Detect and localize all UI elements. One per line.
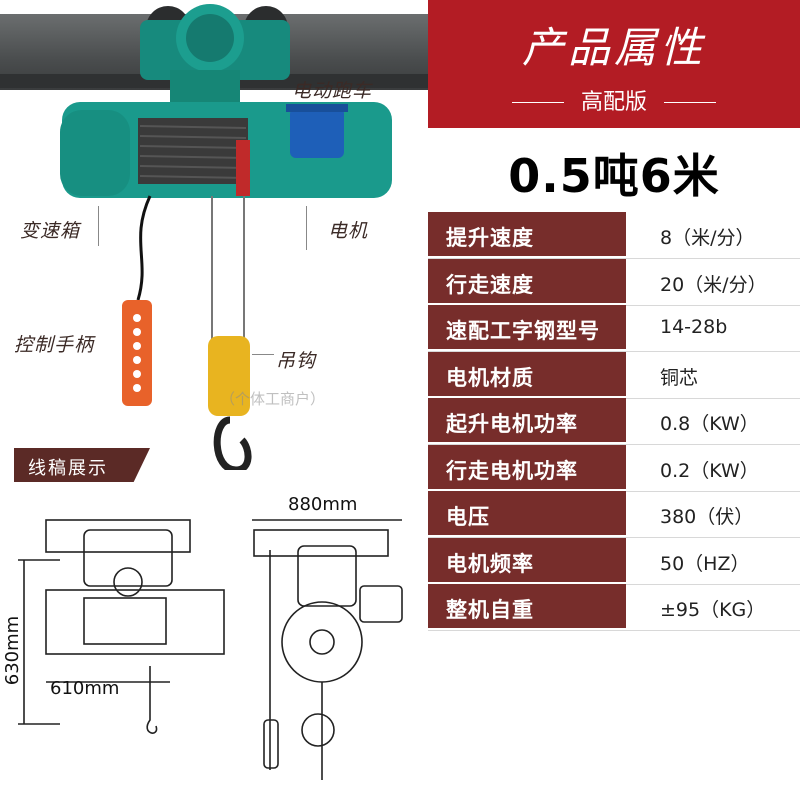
spec-panel: 产品属性 高配版 0.5吨6米 提升速度 8（米/分） 行走速度 20（米/分） 速配工… [428,0,800,800]
subtitle: 高配版 [580,90,647,115]
spec-label: 行走速度 [428,258,626,303]
spec-label: 行走电机功率 [428,444,626,489]
dim-height: 630mm [2,615,24,686]
spec-row: 电机材质 铜芯 [428,351,800,399]
spec-value: 14-28b [660,316,728,338]
spec-value: 50（HZ） [660,552,750,575]
callout-hook: 吊钩 [276,350,317,372]
spec-row: 提升速度 8（米/分） [428,212,800,259]
spec-value: 8（米/分） [660,227,755,249]
dim-width: 880mm [288,494,358,515]
spec-row: 电压 380（伏） [428,491,800,538]
spec-label: 电机材质 [428,351,626,396]
dim-depth: 610mm [50,678,120,699]
spec-label: 电压 [428,491,626,535]
product-illustration: 电动跑车 变速箱 电机 控制手柄 吊钩 （个体工商户） 线稿展示 [0,4,428,780]
spec-row: 速配工字钢型号 14-28b [428,305,800,352]
spec-label: 提升速度 [428,212,626,256]
callout-motor: 电机 [328,220,369,242]
header-banner: 产品属性 高配版 [428,0,800,128]
spec-row: 整机自重 ±95（KG） [428,584,800,631]
spec-value: ±95（KG） [660,599,766,621]
spec-value: 20（米/分） [660,273,767,296]
hoist-photo [60,4,392,470]
page-title: 产品属性 [521,23,706,72]
spec-label: 电机频率 [428,537,626,582]
line-drawing-tag: 线稿展示 [14,448,150,482]
spec-row: 行走电机功率 0.2（KW） [428,444,800,492]
subtitle-divider-left [512,102,564,103]
model-spec: 0.5吨6米 [508,149,720,203]
subtitle-divider-right [664,102,716,103]
subtitle-wrap: 高配版 [428,84,800,120]
spec-row: 电机频率 50（HZ） [428,537,800,585]
row-divider [428,630,800,631]
spec-label: 起升电机功率 [428,398,626,442]
watermark: （个体工商户） [220,390,326,408]
callout-trolley: 电动跑车 [292,80,373,102]
spec-value: 0.2（KW） [660,459,759,482]
spec-value: 铜芯 [660,366,699,389]
spec-row: 行走速度 20（米/分） [428,258,800,306]
spec-value: 0.8（KW） [660,413,759,435]
spec-value: 380（伏） [660,506,754,528]
line-drawing [18,519,403,780]
callout-controller: 控制手柄 [14,334,95,356]
callout-gearbox: 变速箱 [20,220,81,242]
spec-label: 整机自重 [428,584,626,628]
spec-row: 起升电机功率 0.8（KW） [428,398,800,445]
spec-label: 速配工字钢型号 [428,305,626,349]
